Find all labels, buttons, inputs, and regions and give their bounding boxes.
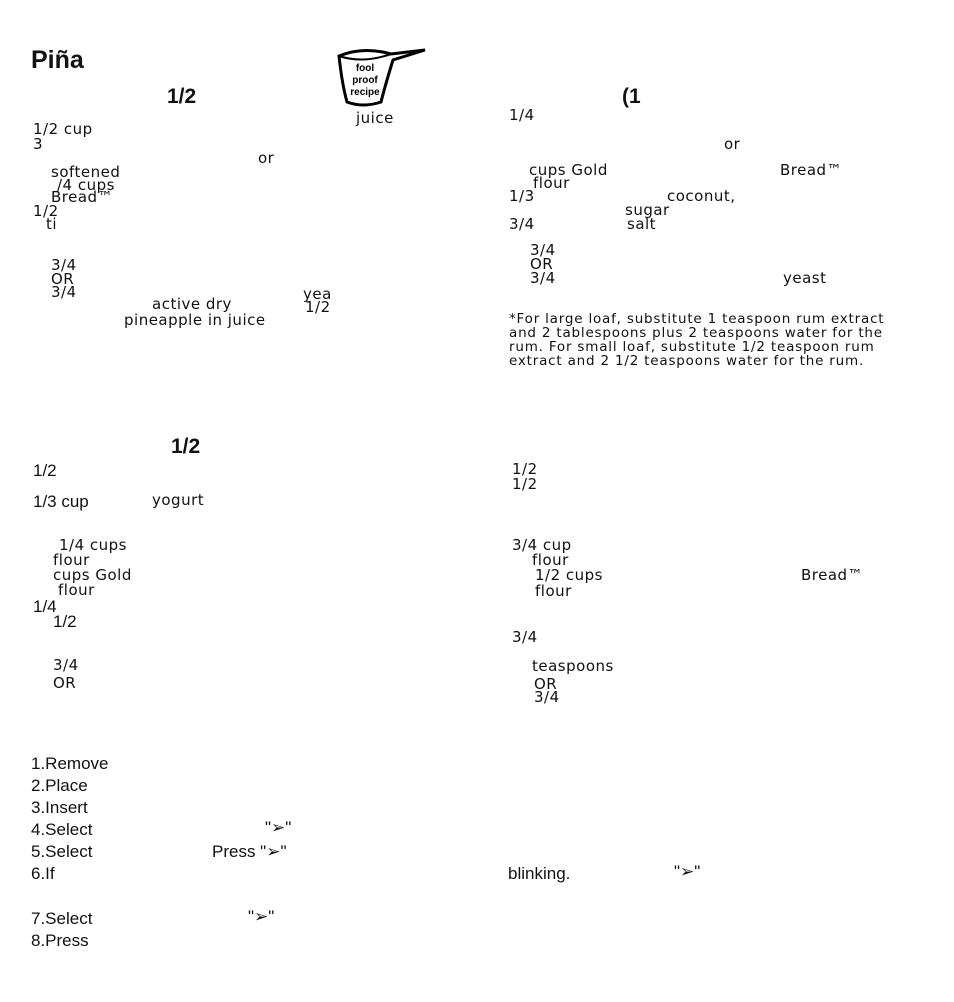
start-symbol: "➢" — [265, 818, 292, 837]
ingredient-line: teaspoons — [532, 657, 614, 675]
ingredient-line: or — [724, 135, 741, 153]
ingredient-line: 1/4 — [33, 597, 57, 616]
ingredient-line: yeast — [783, 269, 827, 287]
ingredient-line: cups Gold — [529, 161, 608, 179]
ingredient-line: 1/2 cup — [33, 120, 93, 138]
ingredient-line: 1/2 — [512, 460, 538, 478]
start-symbol: "➢" — [674, 862, 701, 881]
step-5-press: Press "➢" — [212, 842, 287, 861]
ingredient-line: OR — [53, 674, 77, 692]
fool-proof-recipe-logo: fool proof recipe — [333, 46, 427, 110]
ingredient-line: OR — [51, 270, 75, 288]
section3-heading: 1/2 — [171, 435, 201, 458]
logo-line2: proof — [352, 75, 378, 86]
step-4: 4.Select — [31, 820, 93, 839]
step-3: 3.Insert — [31, 798, 88, 817]
step-6: 6.If — [31, 864, 55, 883]
step-2: 2.Place — [31, 776, 88, 795]
ingredient-line: flour — [532, 551, 569, 569]
ingredient-line: /4 cups — [57, 176, 115, 194]
step-8: 8.Press — [31, 931, 89, 950]
ingredient-line: 3/4 — [512, 628, 538, 646]
ingredient-line: 3/4 — [51, 256, 77, 274]
ingredient-line: 1/2 — [305, 298, 331, 316]
ingredient-line: 3/4 cup — [512, 536, 572, 554]
footnote-line: *For large loaf, substitute 1 teaspoon r… — [509, 311, 885, 327]
ingredient-line: flour — [535, 582, 572, 600]
ingredient-line: 1/4 — [509, 106, 535, 124]
step-5: 5.Select — [31, 842, 93, 861]
ingredient-line: 3/4 — [509, 215, 535, 233]
ingredient-line: flour — [53, 551, 90, 569]
ingredient-line: 1/3 — [509, 187, 535, 205]
start-symbol: "➢" — [248, 907, 275, 926]
ingredient-line: salt — [627, 215, 657, 233]
ingredient-line: OR — [530, 255, 554, 273]
ingredient-line: 3 — [33, 135, 44, 153]
ingredient-line: flour — [58, 581, 95, 599]
ingredient-line: yogurt — [152, 491, 205, 509]
ingredient-line: cups Gold — [53, 566, 132, 584]
ingredient-line: 3/4 — [530, 269, 556, 287]
ingredient-line: 3/4 — [534, 688, 560, 706]
ingredient-line: 1/2 — [53, 612, 77, 631]
ingredient-line: juice — [356, 109, 394, 127]
ingredient-line: Bread™ — [51, 188, 114, 206]
section2-heading: (1 — [622, 85, 641, 108]
ingredient-line: 1/2 — [512, 475, 538, 493]
ingredient-line: coconut, — [667, 187, 736, 205]
section1-heading: 1/2 — [167, 85, 197, 108]
ingredient-line: 1/3 cup — [33, 492, 89, 511]
ingredient-line: 1/4 cups — [59, 536, 127, 554]
ingredient-line: pineapple in juice — [124, 311, 266, 329]
ingredient-line: sugar — [625, 201, 670, 219]
step-7: 7.Select — [31, 909, 93, 928]
ingredient-line: softened — [51, 163, 121, 181]
step-6-blinking: blinking. — [508, 864, 571, 883]
footnote-line: and 2 tablespoons plus 2 teaspoons water… — [509, 325, 883, 341]
ingredient-line: 3/4 — [530, 241, 556, 259]
ingredient-line: Bread™ — [801, 566, 864, 584]
ingredient-line: ti — [46, 215, 58, 233]
ingredient-line: 1/2 — [33, 202, 59, 220]
ingredient-line: or — [258, 149, 275, 167]
ingredient-line: Bread™ — [780, 161, 843, 179]
step-1: 1.Remove — [31, 754, 109, 773]
ingredient-line: 3/4 — [53, 656, 79, 674]
ingredient-line: flour — [533, 174, 570, 192]
page-title: Piña — [31, 46, 84, 74]
footnote-line: extract and 2 1/2 teaspoons water for th… — [509, 353, 865, 369]
measuring-cup-icon: fool proof recipe — [337, 48, 426, 107]
ingredient-line: 1/2 — [33, 461, 57, 480]
ingredient-line: active dry — [152, 295, 232, 313]
logo-line1: fool — [356, 63, 375, 74]
ingredient-line: yea — [303, 285, 332, 303]
ingredient-line: 1/2 cups — [535, 566, 603, 584]
ingredient-line: OR — [534, 675, 558, 693]
logo-line3: recipe — [350, 87, 380, 98]
footnote-line: rum. For small loaf, substitute 1/2 teas… — [509, 339, 875, 355]
ingredient-line: 3/4 — [51, 283, 77, 301]
